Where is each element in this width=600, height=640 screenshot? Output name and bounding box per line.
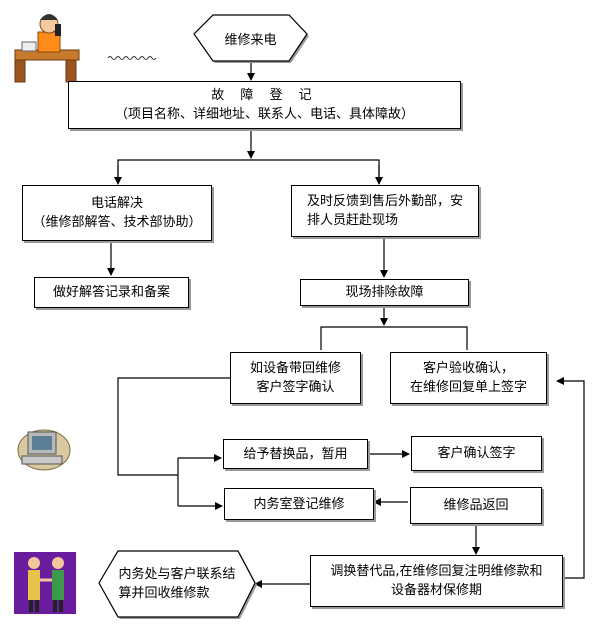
return-repair-box: 如设备带回维修 客户签字确认 — [230, 352, 361, 404]
repaired-return-box: 维修品返回 — [410, 487, 542, 524]
record-label: 做好解答记录和备案 — [52, 285, 170, 300]
replace-line2: 设备器材保修期 — [390, 583, 482, 598]
onsite-split — [320, 326, 468, 350]
handshake-people-icon — [14, 552, 76, 614]
office-register-label: 内务室登记维修 — [253, 496, 345, 512]
feedback-line1: 及时反馈到售后外勤部，安 — [306, 194, 463, 209]
start-node: 维修来电 — [194, 15, 307, 61]
return-line1: 如设备带回维修 — [249, 361, 341, 376]
substitute-label: 给予替换品，暂用 — [243, 446, 348, 462]
substitute-box: 给予替换品，暂用 — [223, 439, 368, 469]
onsite-label: 现场排除故障 — [345, 285, 424, 300]
feedback-box: 及时反馈到售后外勤部，安 排人员赶赴现场 — [291, 185, 479, 237]
replace-line1: 调换替代品,在维修回复注明维修款和 — [330, 564, 543, 579]
accept-loop — [556, 377, 585, 579]
phone-detail: （维修部解答、技术部协助） — [32, 215, 202, 230]
settle-node: 内务处与客户联系结 算并回收维修款 — [104, 551, 250, 617]
feedback-line2: 排人员赶赴现场 — [306, 213, 398, 228]
repaired-return-label: 维修品返回 — [443, 498, 509, 513]
phone-solve-box: 电话解决 （维修部解答、技术部协助） — [22, 185, 212, 241]
settle-line1: 内务处与客户联系结 — [118, 567, 236, 582]
customer-accept-box: 客户验收确认， 在维修回复单上签字 — [390, 352, 547, 404]
accept-line1: 客户验收确认， — [422, 361, 514, 376]
phone-title: 电话解决 — [90, 196, 143, 211]
settle-line2: 算并回收维修款 — [118, 586, 210, 601]
confirm-sign-box: 客户确认签字 — [411, 436, 542, 471]
return-line2: 客户签字确认 — [256, 380, 335, 395]
office-register-box: 内务室登记维修 — [224, 488, 374, 520]
replacement-box: 调换替代品,在维修回复注明维修款和 设备器材保修期 — [310, 555, 563, 607]
onsite-box: 现场排除故障 — [300, 279, 469, 306]
fault-register-box: 故 障 登 记 （项目名称、详细地址、联系人、电话、具体障故） — [68, 81, 461, 129]
record-box: 做好解答记录和备案 — [34, 277, 189, 308]
accept-line2: 在维修回复单上签字 — [409, 380, 527, 395]
person-at-desk-phone-icon — [14, 14, 80, 83]
return-loop — [117, 377, 230, 476]
computer-icon — [17, 429, 71, 471]
start-hexagon — [193, 14, 308, 62]
register-title: 故 障 登 记 — [211, 88, 318, 103]
register-detail: （项目名称、详细地址、联系人、电话、具体障故） — [114, 107, 414, 122]
branch-line — [117, 159, 380, 180]
settle-hexagon — [98, 550, 256, 618]
phone-ring-wave-icon — [107, 56, 157, 60]
start-label: 维修来电 — [224, 32, 277, 48]
confirm-sign-label: 客户确认签字 — [437, 446, 516, 461]
